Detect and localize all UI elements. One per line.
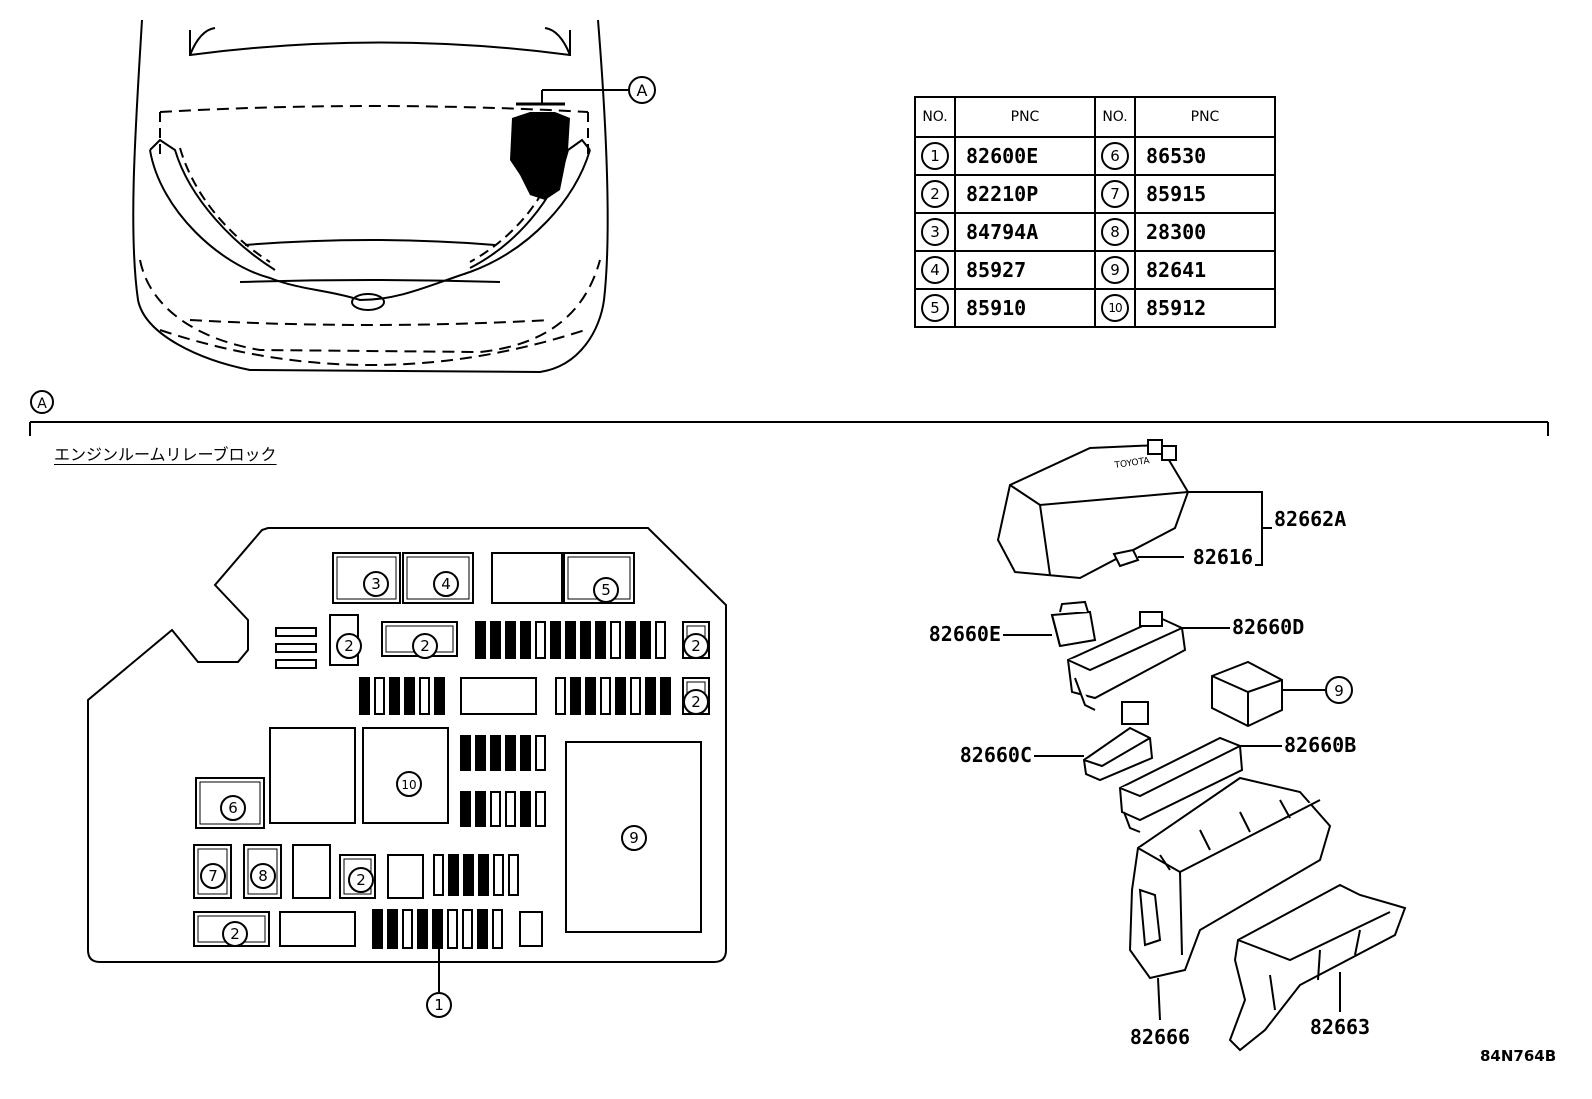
relay-block-lower-cover (1228, 883, 1407, 1052)
part-number-label: 82663 (1310, 1015, 1370, 1039)
fuse-marker-label: 2 (691, 637, 701, 655)
number-marker: 4 (921, 256, 949, 284)
connector-82660b (1118, 736, 1244, 833)
header-pnc-right: PNC (1134, 96, 1276, 138)
part-number-label: 82660B (1284, 733, 1356, 757)
fuse-marker-circle (200, 863, 226, 889)
fuse-marker-label: 9 (629, 829, 639, 847)
fuse-marker-circle (250, 863, 276, 889)
table-row: 5 85910 10 85912 (914, 288, 1276, 328)
fuse-strips (359, 621, 671, 949)
number-marker: 6 (1101, 142, 1129, 170)
relay-block-location-marker: A (510, 76, 656, 200)
fuse-marker-label: 1 (434, 996, 444, 1014)
part-number-label: 82662A (1274, 507, 1346, 531)
header-no-right: NO. (1094, 96, 1136, 138)
pnc-code: 82210P (954, 174, 1096, 214)
connector-82660d (1066, 611, 1187, 711)
connector-82660c (1082, 701, 1154, 782)
number-marker: 1 (921, 142, 949, 170)
number-marker: 7 (1101, 180, 1129, 208)
header-pnc-left: PNC (954, 96, 1096, 138)
fuse-marker-circle (363, 571, 389, 597)
pnc-code: 28300 (1134, 212, 1276, 252)
pnc-code: 85912 (1134, 288, 1276, 328)
fuse-marker-label: 5 (601, 581, 611, 599)
part-number-label: 82666 (1130, 1025, 1190, 1049)
relay-82641 (1211, 660, 1283, 728)
fuse-marker-label: 2 (344, 637, 354, 655)
fuse-marker-label: 4 (441, 575, 451, 593)
exploded-part-labels: 82662A 82616 82660E 82660D 82660C 82660B 82666… (929, 507, 1370, 1049)
pnc-code: 85927 (954, 250, 1096, 290)
fuse-marker-circle (426, 992, 452, 1018)
table-row: 1 82600E 6 86530 (914, 136, 1276, 176)
fuse-marker-label: 2 (356, 871, 366, 889)
fuse-marker-label: 10 (401, 778, 416, 792)
fuse-marker-circle (220, 795, 246, 821)
fuse-marker-circle (412, 633, 438, 659)
relay-block-cover: TOYOTA (996, 439, 1190, 580)
fuse-marker-circle (336, 633, 362, 659)
fuse-marker-circle (396, 771, 422, 797)
table-row: 3 84794A 8 28300 (914, 212, 1276, 252)
part-number-label: 82660E (929, 622, 1001, 646)
fuse-marker-circle (222, 921, 248, 947)
fuse-marker-label: 2 (691, 693, 701, 711)
number-marker: 8 (1101, 218, 1129, 246)
relay-block-housing (1128, 776, 1332, 980)
part-number-label: 82660C (960, 743, 1032, 767)
connector-82660e (1050, 600, 1097, 648)
callout-circle-a-top (628, 76, 656, 104)
pnc-code: 86530 (1134, 136, 1276, 176)
number-marker: 5 (921, 294, 949, 322)
number-marker: 2 (921, 180, 949, 208)
reference-code: 84N764B (1480, 1047, 1557, 1065)
pnc-code: 84794A (954, 212, 1096, 252)
fuse-marker-circle (593, 577, 619, 603)
fuse-marker-circle (433, 571, 459, 597)
fuse-marker-label: 3 (371, 575, 381, 593)
pnc-code: 85910 (954, 288, 1096, 328)
number-marker: 10 (1101, 294, 1129, 322)
car-front-outline (132, 19, 609, 374)
part-number-label: 82616 (1193, 545, 1253, 569)
relay-callout-label: 9 (1334, 682, 1344, 700)
fuse-marker-circle (348, 867, 374, 893)
pnc-code: 82600E (954, 136, 1096, 176)
table-row: 4 85927 9 82641 (914, 250, 1276, 290)
number-marker: 3 (921, 218, 949, 246)
section-title: エンジンルームリレーブロック (54, 445, 277, 464)
fuse-block-markers: 1 2 2 2 2 2 2 3 4 5 6 7 8 9 10 (200, 571, 709, 1018)
header-no-left: NO. (914, 96, 956, 138)
section-marker-label: A (37, 396, 47, 412)
table-header-row: NO. PNC NO. PNC (914, 96, 1276, 138)
section-bracket (29, 390, 1549, 436)
part-number-label: 82660D (1232, 615, 1304, 639)
table-row: 2 82210P 7 85915 (914, 174, 1276, 214)
callout-a-top-label: A (637, 81, 648, 100)
fuse-marker-label: 2 (420, 637, 430, 655)
number-marker: 9 (1101, 256, 1129, 284)
pnc-table: NO. PNC NO. PNC 1 82600E 6 86530 2 82210… (914, 96, 1276, 328)
fuse-marker-label: 8 (258, 867, 268, 885)
exploded-leader-lines (1003, 491, 1341, 1021)
fuse-marker-circle (683, 689, 709, 715)
fuse-marker-label: 7 (208, 867, 218, 885)
pnc-code: 82641 (1134, 250, 1276, 290)
fuse-marker-label: 2 (230, 925, 240, 943)
fuse-block-outline (87, 527, 727, 963)
fuse-marker-label: 6 (228, 799, 238, 817)
pnc-code: 85915 (1134, 174, 1276, 214)
fuse-marker-circle (683, 633, 709, 659)
relay-callout-circle (1325, 676, 1353, 704)
fuse-marker-circle (621, 825, 647, 851)
